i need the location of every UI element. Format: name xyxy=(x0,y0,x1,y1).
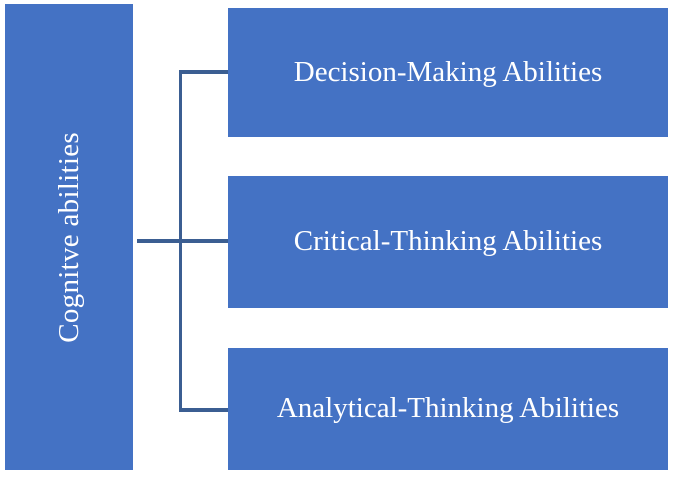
root-node-label: Cognitve abilities xyxy=(52,131,85,343)
child-node-label: Decision-Making Abilities xyxy=(293,55,603,88)
child-node-label: Critical-Thinking Abilities xyxy=(293,225,603,258)
child-node-critical-thinking-abilities[interactable]: Critical-Thinking Abilities xyxy=(228,176,668,308)
child-node-label: Analytical-Thinking Abilities xyxy=(276,392,620,425)
child-node-analytical-thinking-abilities[interactable]: Analytical-Thinking Abilities xyxy=(228,348,668,470)
connector-branch-to-analytical-thinking xyxy=(179,408,229,412)
connector-branch-to-critical-thinking xyxy=(137,239,229,243)
root-node-cognitive-abilities[interactable]: Cognitve abilities xyxy=(5,4,133,470)
connector-branch-to-decision-making xyxy=(179,70,229,74)
child-node-decision-making-abilities[interactable]: Decision-Making Abilities xyxy=(228,8,668,137)
